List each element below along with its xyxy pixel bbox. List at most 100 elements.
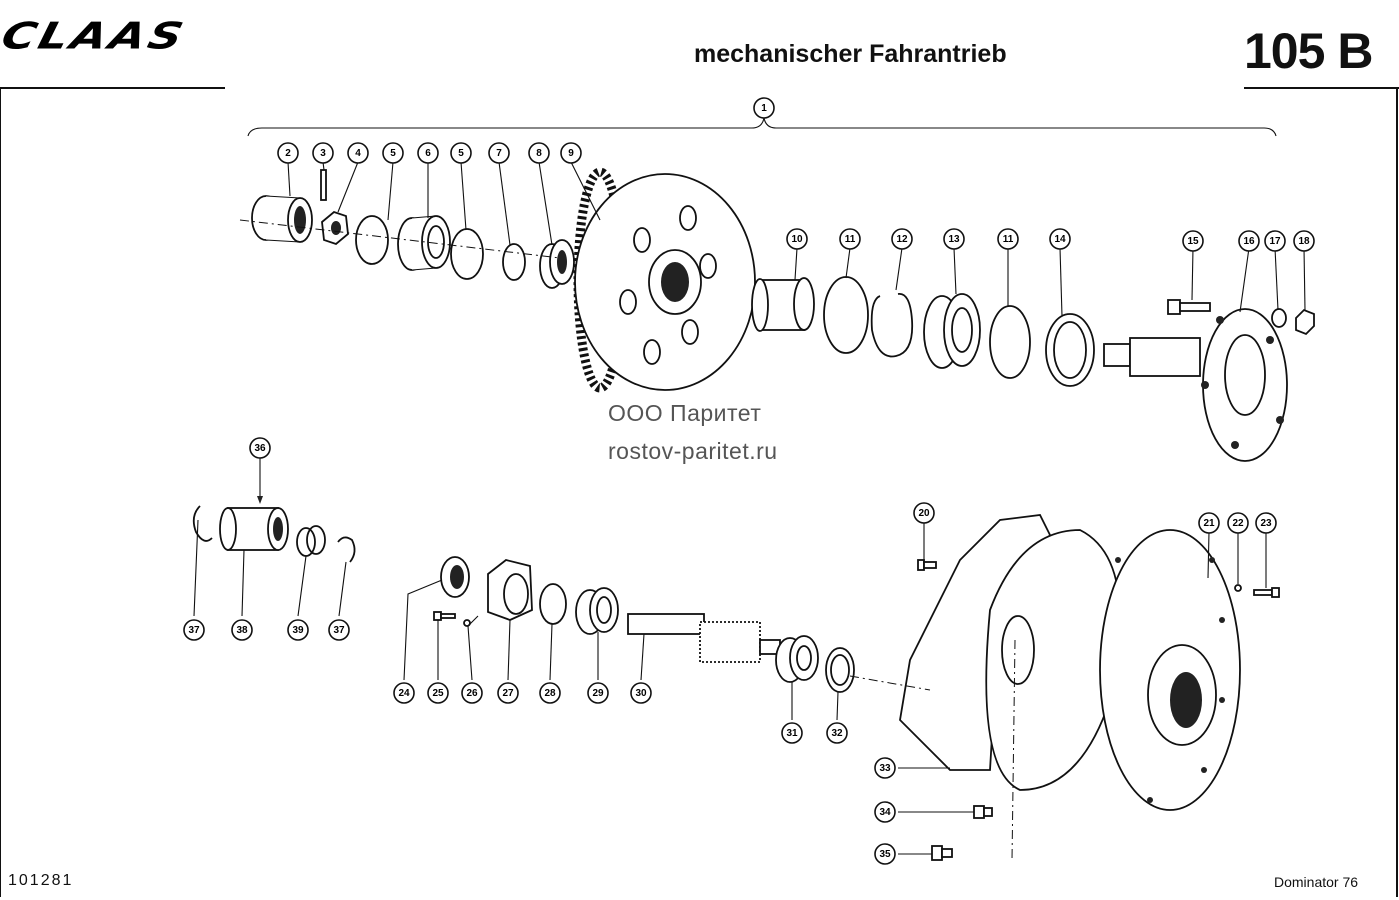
callout-23: 23 — [1255, 512, 1277, 534]
axis-lower — [849, 675, 931, 691]
callout-21: 21 — [1198, 512, 1220, 534]
callout-32: 32 — [826, 722, 848, 744]
callout-label: 1 — [761, 103, 767, 114]
callout-label: 5 — [390, 148, 396, 159]
page-title: mechanischer Fahrantrieb — [694, 40, 1007, 68]
callout-36: 36 — [249, 437, 271, 459]
callout-label: 32 — [831, 728, 843, 739]
callout-label: 33 — [879, 763, 891, 774]
callout-12: 12 — [891, 228, 913, 250]
callout-label: 11 — [845, 234, 856, 245]
part-27-bearing-housing — [487, 559, 533, 621]
part-37-circlip-a — [192, 505, 213, 542]
callout-37: 37 — [328, 619, 350, 641]
callout-39: 39 — [287, 619, 309, 641]
part-8-bearing-cone — [539, 239, 575, 289]
callout-label: 26 — [466, 688, 478, 699]
page-number: 105 B — [1244, 23, 1373, 79]
callout-label: 21 — [1203, 518, 1215, 529]
assembly-bracket — [247, 117, 1277, 137]
part-5-ring — [355, 215, 389, 265]
callout-27: 27 — [497, 682, 519, 704]
callout-4: 4 — [347, 142, 369, 164]
part-16-flange-shaft — [1103, 308, 1288, 462]
part-3-pin — [320, 169, 327, 201]
callout-26: 26 — [461, 682, 483, 704]
part-4-nut — [321, 210, 349, 246]
callout-33: 33 — [874, 757, 896, 779]
callout-7: 7 — [488, 142, 510, 164]
part-14-seal — [1045, 313, 1095, 387]
callout-11: 11 — [997, 228, 1019, 250]
part-28-ring — [539, 583, 567, 625]
callout-11: 11 — [839, 228, 861, 250]
callout-label: 29 — [592, 688, 604, 699]
callout-label: 2 — [285, 148, 291, 159]
callout-13: 13 — [943, 228, 965, 250]
callout-label: 34 — [879, 807, 891, 818]
part-5-ring-b — [450, 228, 484, 280]
callout-label: 23 — [1260, 518, 1272, 529]
callout-label: 28 — [544, 688, 556, 699]
callout-34: 34 — [874, 801, 896, 823]
callout-label: 38 — [236, 625, 248, 636]
callout-label: 37 — [188, 625, 200, 636]
callout-31: 31 — [781, 722, 803, 744]
part-15-bolt — [1167, 299, 1211, 315]
part-24-seal — [440, 556, 470, 598]
callout-37: 37 — [183, 619, 205, 641]
part-20-bolt — [917, 559, 937, 571]
callout-2: 2 — [277, 142, 299, 164]
callout-10: 10 — [786, 228, 808, 250]
callout-29: 29 — [587, 682, 609, 704]
part-11-ring-b — [989, 305, 1031, 379]
callout-label: 30 — [635, 688, 647, 699]
callout-24: 24 — [393, 682, 415, 704]
callout-label: 20 — [918, 508, 930, 519]
part-37-circlip-b — [337, 536, 356, 563]
callout-3: 3 — [312, 142, 334, 164]
header-rule-left — [0, 87, 225, 89]
part-25-screw — [433, 611, 456, 621]
callout-20: 20 — [913, 502, 935, 524]
part-12-snap-ring — [870, 293, 914, 358]
part-26-washer — [463, 619, 471, 627]
callout-label: 39 — [292, 625, 304, 636]
callout-label: 3 — [320, 148, 326, 159]
part-6-bearing — [397, 215, 451, 271]
callout-5: 5 — [382, 142, 404, 164]
callout-14: 14 — [1049, 228, 1071, 250]
callout-label: 25 — [432, 688, 444, 699]
part-39-rings — [296, 525, 326, 557]
watermark-url: rostov-paritet.ru — [608, 438, 778, 464]
callout-9: 9 — [560, 142, 582, 164]
callout-5: 5 — [450, 142, 472, 164]
part-33-gearbox-housing — [899, 514, 1241, 811]
model-name: Dominator 76 — [1274, 874, 1359, 890]
callout-label: 24 — [398, 688, 410, 699]
frame-right — [1396, 87, 1398, 897]
callout-label: 7 — [496, 148, 502, 159]
callout-label: 31 — [786, 728, 798, 739]
callout-label: 17 — [1269, 236, 1281, 247]
part-38-needle-sleeve — [219, 507, 289, 551]
part-29-bearing — [575, 587, 619, 635]
callout-6: 6 — [417, 142, 439, 164]
callout-label: 5 — [458, 148, 464, 159]
part-13-bearing — [923, 293, 981, 369]
callout-label: 8 — [536, 148, 542, 159]
part-7-washer — [502, 243, 526, 281]
callout-16: 16 — [1238, 230, 1260, 252]
leader-lines — [193, 161, 1306, 855]
callout-label: 37 — [333, 625, 345, 636]
part-31-bearing — [775, 635, 819, 683]
part-34-plug — [973, 805, 993, 819]
callout-1: 1 — [753, 97, 775, 119]
callout-label: 13 — [948, 234, 960, 245]
drawing-id: 101281 — [8, 872, 74, 889]
callout-label: 10 — [791, 234, 803, 245]
callout-label: 15 — [1187, 236, 1199, 247]
part-30-pinion-shaft — [627, 613, 781, 663]
callout-label: 11 — [1003, 234, 1014, 245]
